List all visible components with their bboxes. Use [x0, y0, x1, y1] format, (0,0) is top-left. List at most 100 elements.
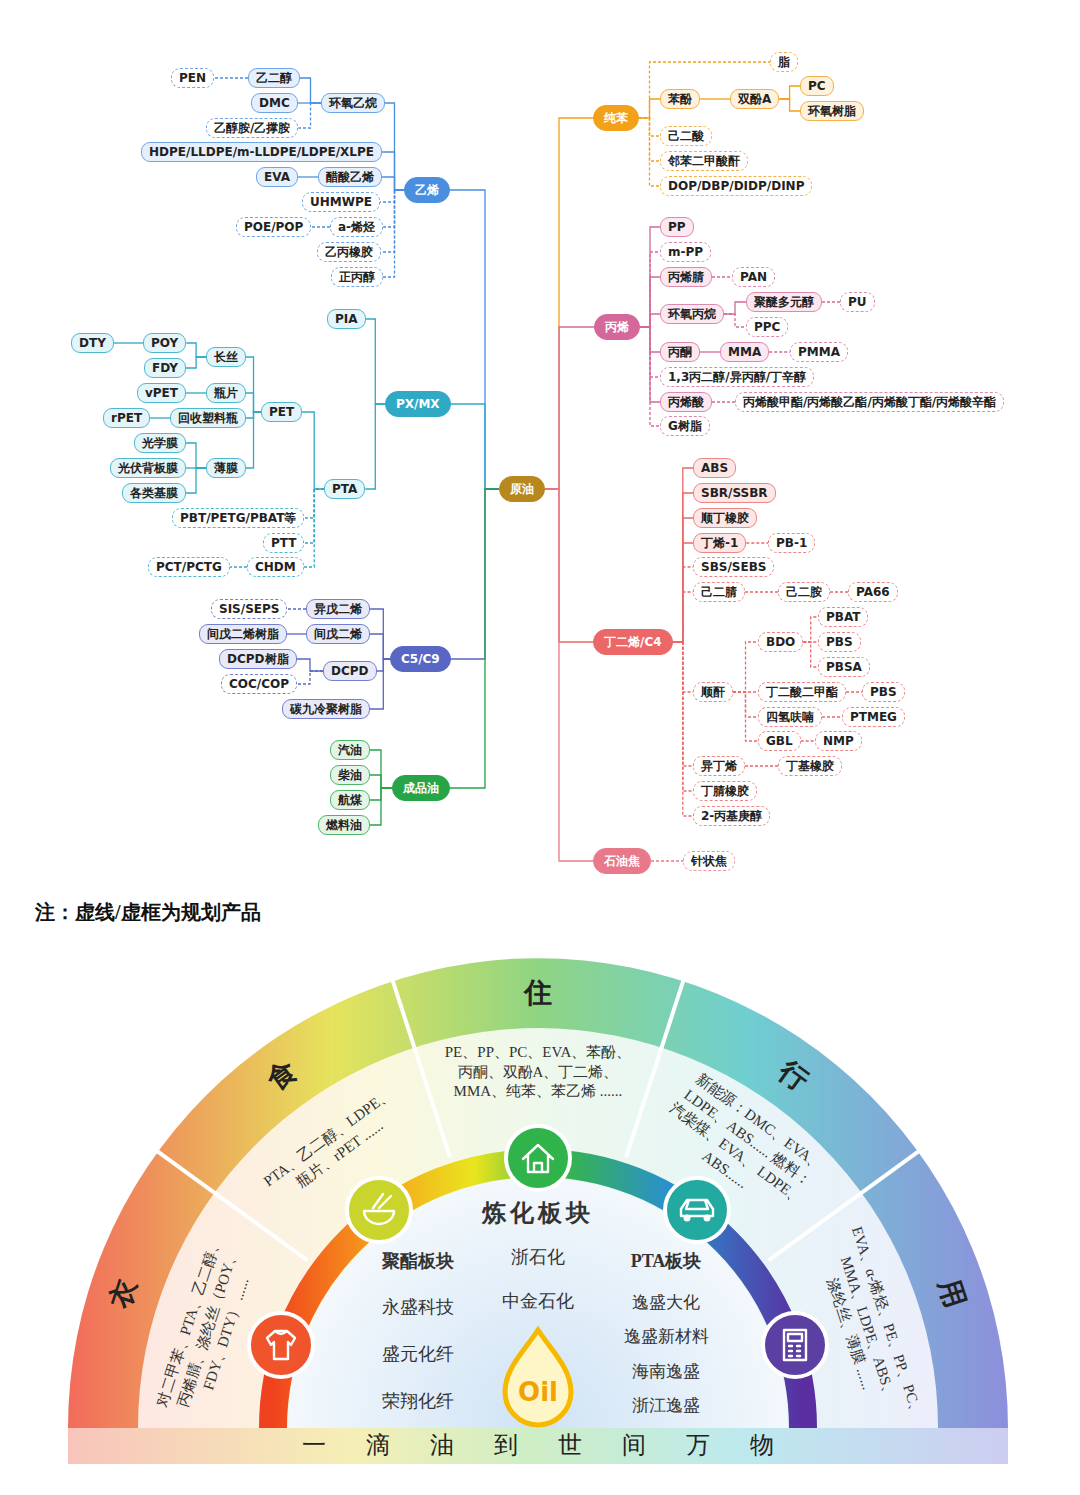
product-box: DCPD — [323, 661, 377, 681]
tree-connector — [779, 99, 800, 111]
node-text: 丁二烯/C4 — [604, 635, 662, 649]
tree-connector — [673, 468, 694, 642]
label-text: 逸盛新材料 — [624, 1327, 709, 1346]
product-box: FDY — [144, 358, 186, 378]
node-text: 丙烯酸 — [668, 395, 704, 409]
node-text: FDY — [152, 361, 178, 375]
product-box: vPET — [137, 383, 186, 403]
tree-connector — [640, 227, 660, 327]
tree-connector — [545, 118, 593, 489]
planned-product-box: 1,3丙二醇/异丙醇/丁辛醇 — [660, 367, 814, 387]
label-text: 衣 — [104, 1276, 142, 1312]
product-box: 双酚A — [730, 89, 779, 109]
node-text: PPC — [754, 320, 780, 334]
node-text: 丙烯酸甲酯/丙烯酸乙酯/丙烯酸丁酯/丙烯酸辛酯 — [743, 395, 996, 409]
node-text: DOP/DBP/DIDP/DINP — [668, 179, 804, 193]
node-text: PMMA — [798, 345, 840, 359]
node-text: 己二酸 — [668, 129, 704, 143]
planned-product-box: 己二酸 — [660, 126, 712, 146]
node-text: 邻苯二甲酸酐 — [668, 154, 740, 168]
node-text: vPET — [145, 386, 178, 400]
tree-connector — [801, 740, 815, 741]
tree-connector — [287, 633, 306, 634]
planned-product-box: 乙丙橡胶 — [317, 242, 381, 262]
tree-connector — [383, 190, 404, 277]
planned-product-box: 丁腈橡胶 — [693, 781, 757, 801]
company-name: 浙江逸盛 — [632, 1395, 700, 1417]
node-text: 回收塑料瓶 — [178, 411, 238, 425]
planned-product-box: NMP — [815, 731, 862, 751]
label-text: PTA板块 — [631, 1251, 702, 1271]
product-box: 燃料油 — [318, 815, 370, 835]
node-text: 丙酮 — [668, 345, 692, 359]
product-box: 醋酸乙烯 — [318, 167, 382, 187]
node-text: 四氢呋喃 — [766, 710, 814, 724]
node-text: 双酚A — [738, 92, 771, 106]
planned-product-box: PBT/PETG/PBAT等 — [172, 508, 304, 528]
product-box: 薄膜 — [206, 458, 246, 478]
label-text: 住 — [524, 977, 552, 1008]
tree-connector — [370, 775, 392, 788]
sector-label: 食 — [260, 1053, 304, 1099]
node-text: 丁基橡胶 — [786, 759, 834, 773]
node-text: PAN — [740, 270, 767, 284]
product-box: 汽油 — [330, 740, 370, 760]
company-name: 荣翔化纤 — [382, 1390, 454, 1413]
planned-product-box: PA66 — [848, 582, 898, 602]
node-text: a-烯烃 — [338, 220, 375, 234]
planned-product-box: PU — [840, 292, 875, 312]
product-box: 苯酚 — [660, 89, 700, 109]
node-text: NMP — [823, 734, 854, 748]
sector-label: 行 — [772, 1053, 816, 1099]
label-text: 对二甲苯、PTA、乙二醇、 丙烯腈、涤纶丝（POY、 FDY、DTY） ....… — [154, 1235, 252, 1409]
tree-connector — [214, 77, 248, 78]
planned-product-box: PBS — [818, 632, 861, 652]
node-text: CHDM — [255, 560, 296, 574]
node-text: 异戊二烯 — [314, 602, 362, 616]
category-node: 纯苯 — [593, 105, 639, 131]
product-box: ABS — [693, 458, 736, 478]
tree-connector — [640, 252, 660, 327]
sector-label: 用 — [930, 1275, 973, 1313]
node-text: 柴油 — [338, 768, 362, 782]
label-text: 食 — [261, 1055, 302, 1097]
node-text: PTA — [332, 482, 357, 496]
tree-connector — [382, 152, 404, 190]
tree-connector — [186, 357, 206, 368]
node-text: 燃料油 — [326, 818, 362, 832]
product-box: POY — [143, 333, 186, 353]
company-name: 逸盛新材料 — [624, 1326, 709, 1348]
product-box: 环氧树脂 — [800, 101, 864, 121]
tree-connector — [545, 327, 594, 489]
label-text: 逸盛大化 — [632, 1293, 700, 1312]
company-name: 中金石化 — [502, 1290, 574, 1313]
node-text: 丙烯腈 — [668, 270, 704, 284]
tree-connector — [186, 343, 206, 357]
tree-connector — [640, 314, 660, 327]
node-text: 成品油 — [403, 781, 439, 795]
node-text: UHMWPE — [310, 195, 372, 209]
tree-connector — [370, 634, 390, 659]
planned-product-box: m-PP — [660, 242, 711, 262]
tree-connector — [450, 190, 499, 489]
tree-connector — [186, 468, 206, 493]
product-box: 间戊二烯树脂 — [199, 624, 287, 644]
node-text: 针状焦 — [691, 854, 727, 868]
planned-product-box: POE/POP — [236, 217, 311, 237]
tree-connector — [382, 177, 404, 190]
label-text: 永盛科技 — [382, 1297, 454, 1317]
node-text: 环氧丙烷 — [668, 307, 716, 321]
company-name: 海南逸盛 — [632, 1361, 700, 1383]
product-box: rPET — [103, 408, 150, 428]
node-text: 瓶片 — [214, 386, 238, 400]
tree-connector — [545, 489, 593, 861]
tree-connector — [724, 302, 746, 314]
label-text: Oil — [518, 1377, 558, 1407]
planned-product-box: PB-1 — [768, 533, 815, 553]
tree-connector — [640, 327, 660, 426]
node-text: PU — [848, 295, 867, 309]
tree-connector — [639, 118, 660, 186]
label-text: 一滴油到世间万物 — [302, 1432, 814, 1458]
node-text: DCPD树脂 — [227, 652, 289, 666]
